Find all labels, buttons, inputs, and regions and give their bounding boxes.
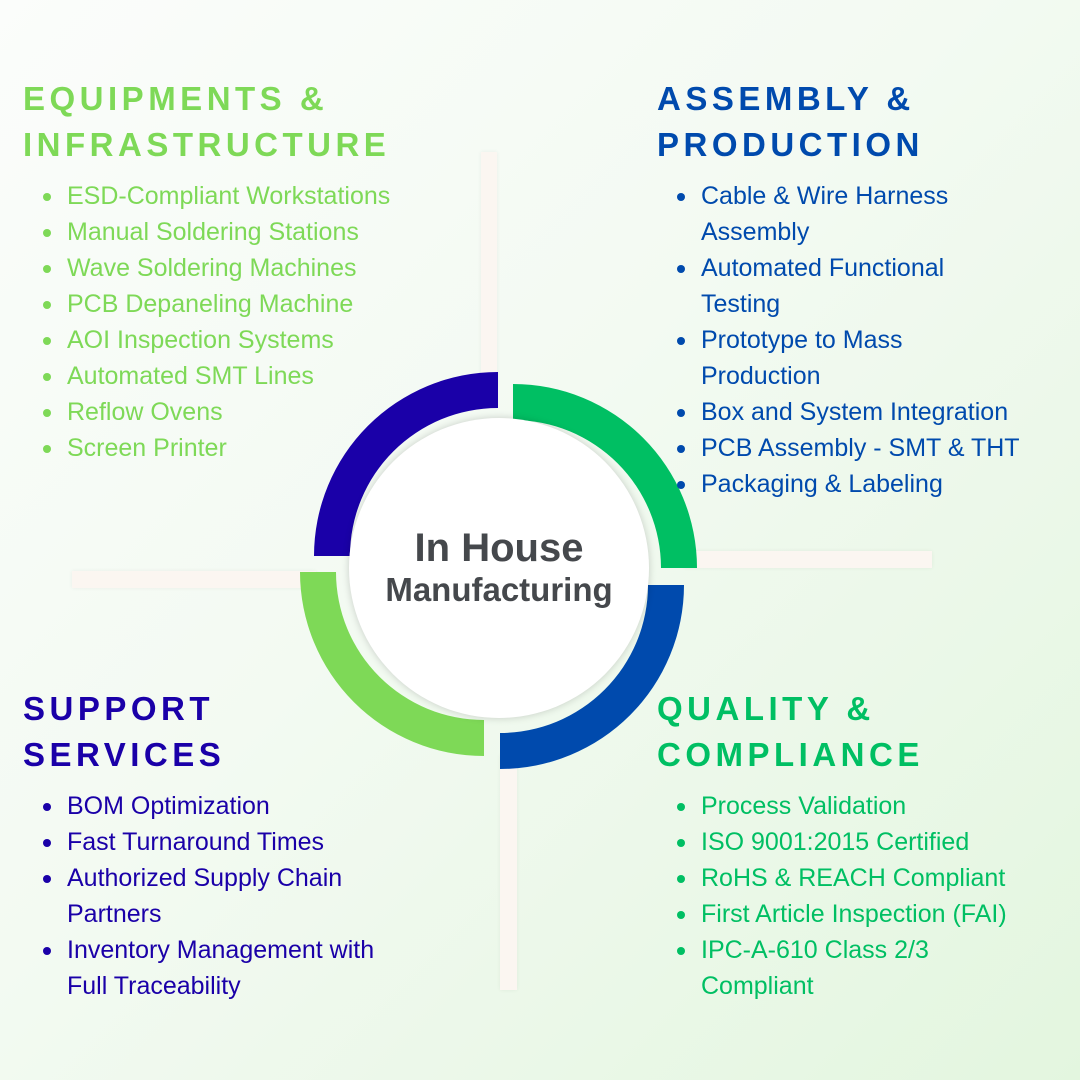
center-title: In House xyxy=(414,526,584,570)
center-circle: In House Manufacturing xyxy=(349,418,649,718)
list-item: Reflow Ovens xyxy=(42,394,390,430)
section-assembly: ASSEMBLY &PRODUCTION Cable & Wire Harnes… xyxy=(657,76,1031,502)
connector-bottom xyxy=(500,755,517,990)
list-item: BOM Optimization xyxy=(43,788,397,824)
list-item: RoHS & REACH Compliant xyxy=(677,860,1007,896)
list-item: Fast Turnaround Times xyxy=(43,824,397,860)
connector-top xyxy=(481,152,497,387)
list-item: Manual Soldering Stations xyxy=(42,214,390,250)
item-list: ESD-Compliant Workstations Manual Solder… xyxy=(23,178,390,466)
list-item: ESD-Compliant Workstations xyxy=(42,178,390,214)
list-item: Automated Functional Testing xyxy=(677,250,1001,322)
list-item: Screen Printer xyxy=(42,430,390,466)
list-item: IPC-A-610 Class 2/3 Compliant xyxy=(677,932,981,1004)
list-item: Packaging & Labeling xyxy=(677,466,1031,502)
list-item: First Article Inspection (FAI) xyxy=(677,896,1007,932)
connector-right xyxy=(684,551,932,568)
list-item: PCB Depaneling Machine xyxy=(42,286,390,322)
list-item: PCB Assembly - SMT & THT xyxy=(677,430,1031,466)
section-title: EQUIPMENTS &INFRASTRUCTURE xyxy=(23,80,391,163)
section-equipment: EQUIPMENTS &INFRASTRUCTURE ESD-Compliant… xyxy=(23,76,390,466)
connector-left xyxy=(72,571,316,588)
list-item: Wave Soldering Machines xyxy=(42,250,390,286)
arc-support xyxy=(300,572,484,756)
section-title: ASSEMBLY &PRODUCTION xyxy=(657,80,924,163)
arc-equipment xyxy=(314,372,498,556)
arc-assembly xyxy=(513,384,697,568)
section-title: QUALITY &COMPLIANCE xyxy=(657,690,924,773)
list-item: AOI Inspection Systems xyxy=(42,322,390,358)
item-list: Cable & Wire Harness Assembly Automated … xyxy=(657,178,1031,502)
list-item: Inventory Management with Full Traceabil… xyxy=(43,932,387,1004)
list-item: ISO 9001:2015 Certified xyxy=(677,824,1007,860)
item-list: BOM Optimization Fast Turnaround Times A… xyxy=(23,788,397,1004)
list-item: Cable & Wire Harness Assembly xyxy=(677,178,1001,250)
center-subtitle: Manufacturing xyxy=(385,571,613,608)
item-list: Process Validation ISO 9001:2015 Certifi… xyxy=(657,788,1007,1004)
list-item: Box and System Integration xyxy=(677,394,1031,430)
section-quality: QUALITY &COMPLIANCE Process Validation I… xyxy=(657,686,1007,1004)
list-item: Automated SMT Lines xyxy=(42,358,390,394)
list-item: Prototype to Mass Production xyxy=(677,322,961,394)
list-item: Process Validation xyxy=(677,788,1007,824)
list-item: Authorized Supply Chain Partners xyxy=(43,860,397,932)
arc-quality xyxy=(500,585,684,769)
